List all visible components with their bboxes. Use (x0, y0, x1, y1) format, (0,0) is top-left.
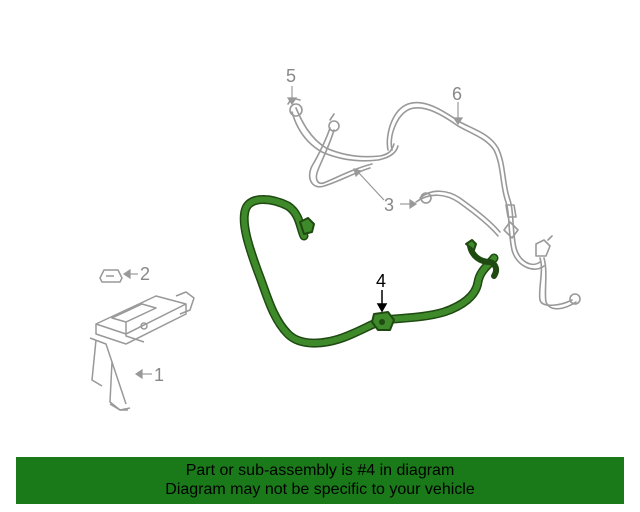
part-6-cable (386, 101, 581, 310)
leader-line-4 (376, 290, 388, 313)
info-banner: Part or sub-assembly is #4 in diagram Di… (16, 457, 624, 504)
callout-3: 3 (384, 195, 394, 215)
part-4-cable-highlighted (239, 195, 500, 348)
banner-line-2: Diagram may not be specific to your vehi… (165, 481, 475, 498)
part-3-5-cable (287, 97, 399, 188)
leader-lines (122, 86, 464, 380)
callout-1: 1 (154, 365, 164, 385)
callout-6: 6 (452, 84, 462, 104)
parts-diagram: 1 2 3 4 5 6 (89, 66, 581, 411)
part-2-clip (99, 269, 123, 283)
banner-line-1: Part or sub-assembly is #4 in diagram (185, 462, 455, 479)
callout-2: 2 (140, 264, 150, 284)
part-1-battery-tray (89, 291, 195, 411)
callout-4: 4 (376, 271, 386, 291)
callout-5: 5 (286, 66, 296, 86)
